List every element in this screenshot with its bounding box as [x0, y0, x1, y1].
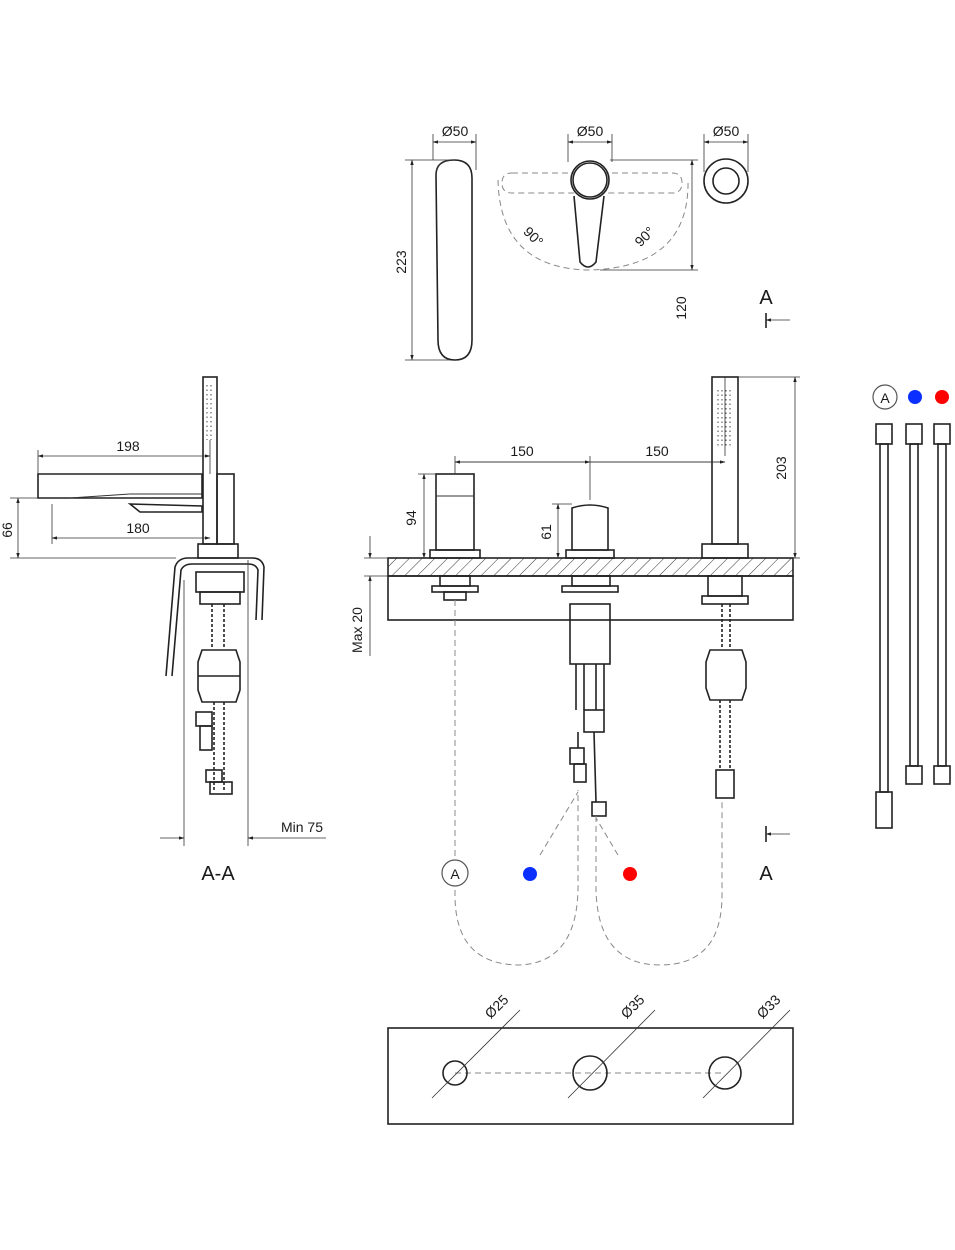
mixer-lever-top-outline — [497, 160, 689, 271]
angle-label-left: 90° — [520, 223, 546, 249]
deck-bracket — [165, 557, 265, 677]
spout-front-outline — [429, 473, 481, 601]
dim-label-d50-mid: Ø50 — [577, 123, 604, 139]
hoses-legend: A — [872, 384, 951, 829]
circle-marker-a — [441, 859, 469, 887]
leader-d35 — [567, 1009, 656, 1099]
top-view: Ø50 223 90° 90° Ø50 120 Ø50 — [393, 123, 790, 361]
hose-a — [875, 423, 893, 829]
dim-label-d25: Ø25 — [481, 991, 511, 1021]
hole-d35 — [572, 1055, 608, 1091]
hole-d33 — [708, 1056, 742, 1090]
dim-label-max20: Max 20 — [349, 607, 365, 653]
dim-label-198: 198 — [116, 438, 140, 454]
hose-route-right — [595, 800, 723, 966]
dim-label-150-right: 150 — [645, 443, 669, 459]
deck-lower — [387, 575, 794, 621]
section-title: A-A — [201, 863, 235, 885]
mixer-front-outline — [561, 504, 619, 817]
section-marker-a-bottom: A — [759, 863, 773, 885]
leader-d33 — [702, 1009, 791, 1099]
deck-plate — [387, 1027, 794, 1125]
hose-hot-dot — [935, 390, 949, 404]
circle-marker-a-label: A — [450, 866, 460, 882]
deck-hatched — [387, 557, 794, 577]
leader-cold — [539, 791, 579, 856]
hot-water-dot — [623, 867, 637, 881]
dim-label-94: 94 — [403, 510, 419, 526]
dim-label-d50-left: Ø50 — [442, 123, 469, 139]
leader-hot — [595, 817, 619, 856]
dim-label-d35: Ø35 — [617, 991, 647, 1021]
front-view: 150 150 94 61 203 Max 20 A A — [349, 376, 800, 966]
dim-label-180: 180 — [126, 520, 150, 536]
underdeck-assembly — [195, 571, 245, 795]
hose-hot — [933, 423, 951, 785]
section-marker-a-top: A — [759, 287, 773, 309]
spout-side-outline — [37, 473, 203, 513]
hole-plan: Ø25 Ø35 Ø33 — [387, 991, 794, 1125]
dim-label-223: 223 — [393, 250, 409, 274]
hose-cold-dot — [908, 390, 922, 404]
dim-label-150-left: 150 — [510, 443, 534, 459]
angle-label-right: 90° — [631, 223, 657, 249]
dim-label-min75: Min 75 — [281, 819, 323, 835]
dim-label-120: 120 — [673, 296, 689, 320]
deck-bracket-inner — [171, 563, 259, 677]
hose-cold — [905, 423, 923, 785]
section-view-aa: 198 180 66 Min 75 A-A — [0, 376, 326, 885]
hose-marker-a — [872, 384, 898, 410]
dim-label-61: 61 — [538, 524, 554, 540]
hose-route-left — [454, 600, 579, 966]
spout-top-outline — [435, 159, 473, 361]
dim-label-d50-right: Ø50 — [713, 123, 740, 139]
handshower-top-outline — [703, 158, 749, 204]
hole-d25 — [442, 1060, 468, 1086]
dim-label-66: 66 — [0, 522, 15, 538]
dim-label-d33: Ø33 — [753, 991, 783, 1021]
handshower-side-outline — [197, 376, 239, 559]
leader-d25 — [431, 1009, 521, 1099]
hose-marker-a-label: A — [880, 390, 890, 406]
dim-label-203: 203 — [773, 456, 789, 480]
cold-water-dot — [523, 867, 537, 881]
